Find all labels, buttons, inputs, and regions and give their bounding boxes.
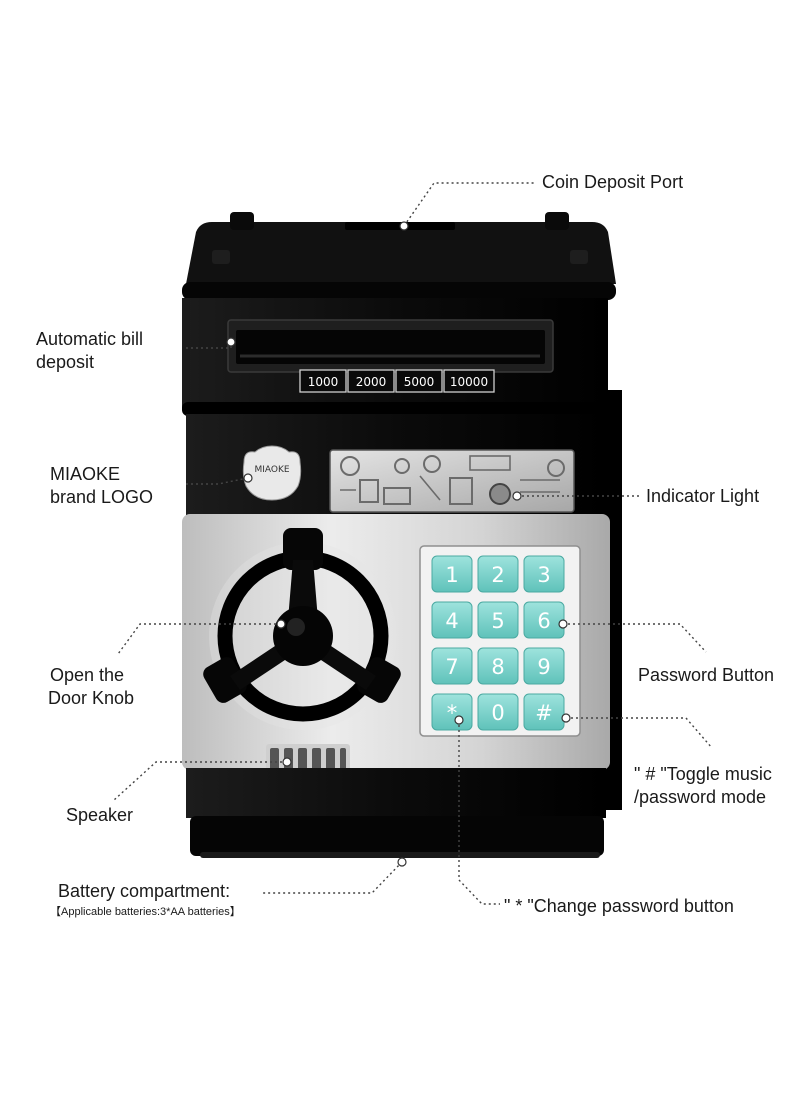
keypad-key[interactable]: 0 xyxy=(477,693,519,731)
keypad-key-label: * xyxy=(447,701,458,725)
label-automatic-bill-line2: deposit xyxy=(36,352,95,372)
keypad-key-face[interactable] xyxy=(523,693,565,731)
keypad-key[interactable]: 6 xyxy=(523,601,565,639)
keypad-key-face[interactable] xyxy=(477,555,519,593)
keypad-key-label: 5 xyxy=(491,609,504,633)
label-automatic-bill-line1: Automatic bill xyxy=(36,329,144,349)
label-logo-line1: MIAOKE xyxy=(50,464,121,484)
keypad: 1 2 3 4 5 6 7 8 9 * 0 # xyxy=(419,545,581,737)
keypad-key-label: 7 xyxy=(445,655,458,679)
leader-lines xyxy=(113,182,713,905)
label-battery: Battery compartment: xyxy=(58,881,231,901)
door-knob xyxy=(203,528,401,730)
keypad-key-label: 2 xyxy=(491,563,504,587)
keypad-key[interactable]: 4 xyxy=(431,601,473,639)
safe-base xyxy=(186,768,606,858)
keypad-key-face[interactable] xyxy=(523,647,565,685)
safe-lid xyxy=(182,212,616,300)
label-password-button: Password Button xyxy=(638,665,775,685)
bill-label-box xyxy=(443,369,495,393)
keypad-key-label: 4 xyxy=(445,609,458,633)
keypad-key-face[interactable] xyxy=(477,647,519,685)
keypad-key-label: # xyxy=(535,701,553,725)
keypad-key-label: 6 xyxy=(537,609,550,633)
bill-label-box xyxy=(299,369,347,393)
label-logo-line2: brand LOGO xyxy=(50,487,154,507)
keypad-key[interactable]: * xyxy=(431,693,473,731)
mechanism-window xyxy=(329,449,575,513)
keypad-key[interactable]: 1 xyxy=(431,555,473,593)
keypad-key[interactable]: 3 xyxy=(523,555,565,593)
label-speaker: Speaker xyxy=(66,805,134,825)
keypad-key-face[interactable] xyxy=(431,647,473,685)
logo-text: MIAOKE xyxy=(254,465,289,475)
keypad-key-face[interactable] xyxy=(477,693,519,731)
label-indicator-light: Indicator Light xyxy=(646,486,760,506)
bill-label-box xyxy=(347,369,395,393)
miaoke-logo-badge: MIAOKE xyxy=(242,445,302,501)
lid-foot-right xyxy=(545,212,569,230)
label-hash-line1: " # "Toggle music xyxy=(634,764,772,784)
keypad-key-label: 0 xyxy=(491,701,504,725)
keypad-key-label: 9 xyxy=(537,655,550,679)
keypad-key-label: 1 xyxy=(445,563,458,587)
keypad-key[interactable]: 8 xyxy=(477,647,519,685)
keypad-key-face[interactable] xyxy=(477,601,519,639)
keypad-key-face[interactable] xyxy=(431,555,473,593)
label-door-knob-line2: Door Knob xyxy=(48,688,135,708)
bill-label-text: 10000 xyxy=(450,375,488,389)
bill-label-text: 2000 xyxy=(356,375,387,389)
keypad-key[interactable]: 5 xyxy=(477,601,519,639)
keypad-key-face[interactable] xyxy=(431,601,473,639)
label-battery-note: 【Applicable batteries:3*AA batteries】 xyxy=(50,906,241,918)
keypad-key[interactable]: 2 xyxy=(477,555,519,593)
label-door-knob-line1: Open the xyxy=(50,665,125,685)
bill-label-text: 5000 xyxy=(404,375,435,389)
label-star-button: " * "Change password button xyxy=(504,896,734,916)
label-hash-line2: /password mode xyxy=(634,787,767,807)
indicator-light xyxy=(489,483,511,505)
bill-denomination-labels: 1000 2000 5000 10000 xyxy=(299,369,495,393)
lid-foot-left xyxy=(230,212,254,230)
bill-slot xyxy=(227,319,554,373)
keypad-key-face[interactable] xyxy=(523,555,565,593)
bill-label-box xyxy=(395,369,443,393)
bill-label-text: 1000 xyxy=(308,375,339,389)
label-coin-deposit-port: Coin Deposit Port xyxy=(542,172,684,192)
keypad-key-label: 3 xyxy=(537,563,550,587)
keypad-key[interactable]: 9 xyxy=(523,647,565,685)
keypad-key[interactable]: 7 xyxy=(431,647,473,685)
keypad-key-label: 8 xyxy=(491,655,504,679)
keypad-key[interactable]: # xyxy=(523,693,565,731)
